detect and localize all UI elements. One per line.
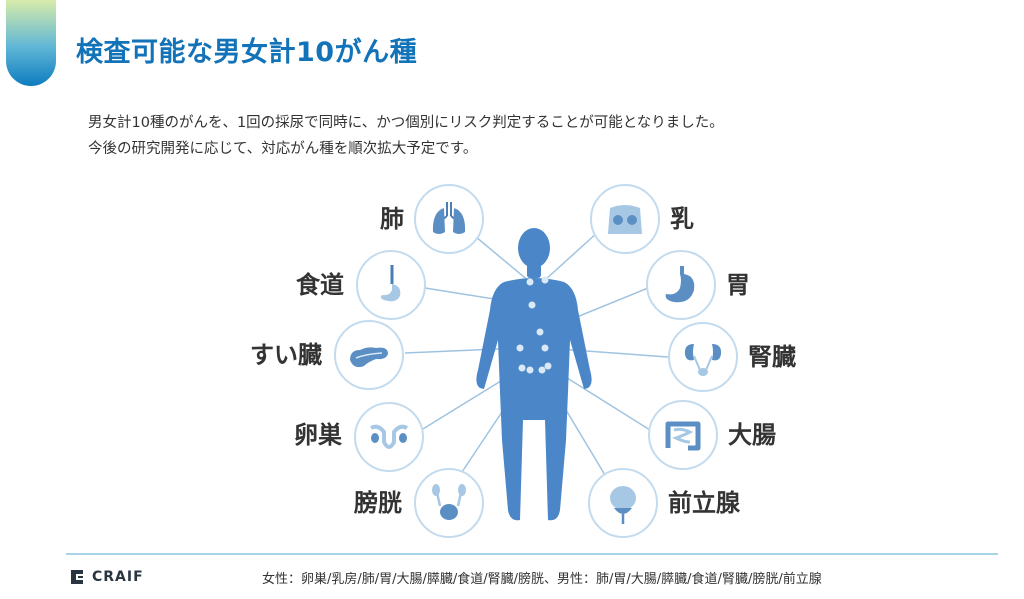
- stomach-icon: [665, 266, 695, 303]
- prostate-icon: [610, 486, 636, 524]
- breast-icon: [608, 205, 642, 234]
- company-logo: CRAIF: [68, 568, 144, 586]
- organ-circle-lung: [414, 184, 484, 254]
- intestine-icon: [665, 421, 701, 451]
- esophagus-icon: [380, 265, 401, 302]
- organ-label-bladder: 膀胱: [354, 489, 402, 517]
- organ-label-breast: 乳: [670, 205, 694, 233]
- footer-divider: [66, 553, 998, 555]
- connector-lines: [404, 228, 669, 521]
- organ-label-stomach: 胃: [726, 271, 750, 299]
- organ-circle-pancreas: [334, 320, 404, 390]
- organ-label-esophagus: 食道: [296, 271, 344, 299]
- organ-circle-breast: [590, 184, 660, 254]
- organ-circle-stomach: [646, 250, 716, 320]
- organ-circle-prostate: [588, 468, 658, 538]
- kidney-icon: [684, 344, 722, 376]
- bladder-icon: [432, 484, 466, 520]
- description-line-1: 男女計10種のがんを、1回の採尿で同時に、かつ個別にリスク判定することが可能とな…: [88, 115, 724, 131]
- description-line-2: 今後の研究開発に応じて、対応がん種を順次拡大予定です。: [88, 141, 478, 157]
- organ-label-ovary: 卵巣: [294, 421, 342, 449]
- page-title: 検査可能な男女計10がん種: [76, 37, 418, 68]
- description: 男女計10種のがんを、1回の採尿で同時に、かつ個別にリスク判定することが可能とな…: [88, 110, 724, 162]
- lungs-icon: [432, 202, 466, 234]
- craif-logo-icon: [71, 570, 83, 584]
- organ-label-prostate: 前立腺: [668, 489, 740, 517]
- footnote: 女性：卵巣/乳房/肺/胃/大腸/膵臓/食道/腎臓/膀胱、男性：肺/胃/大腸/膵臓…: [262, 572, 822, 587]
- header-accent-tab: [6, 0, 56, 86]
- organ-circle-ovary: [354, 402, 424, 472]
- organ-circle-intestine: [648, 400, 718, 470]
- organ-circle-kidney: [668, 322, 738, 392]
- organ-label-lung: 肺: [380, 205, 404, 233]
- organ-circle-bladder: [414, 468, 484, 538]
- organ-circle-esophagus: [356, 250, 426, 320]
- organ-label-pancreas: すい臓: [250, 341, 322, 369]
- organ-label-kidney: 腎臓: [748, 343, 796, 371]
- logo-text: CRAIF: [92, 569, 144, 585]
- body-organ-figure: 肺 食道 すい臓 卵巣 膀胱: [0, 170, 1024, 550]
- human-body-silhouette: [476, 228, 592, 521]
- ovary-icon: [370, 424, 408, 449]
- pancreas-icon: [350, 347, 388, 368]
- organ-label-intestine: 大腸: [728, 421, 776, 449]
